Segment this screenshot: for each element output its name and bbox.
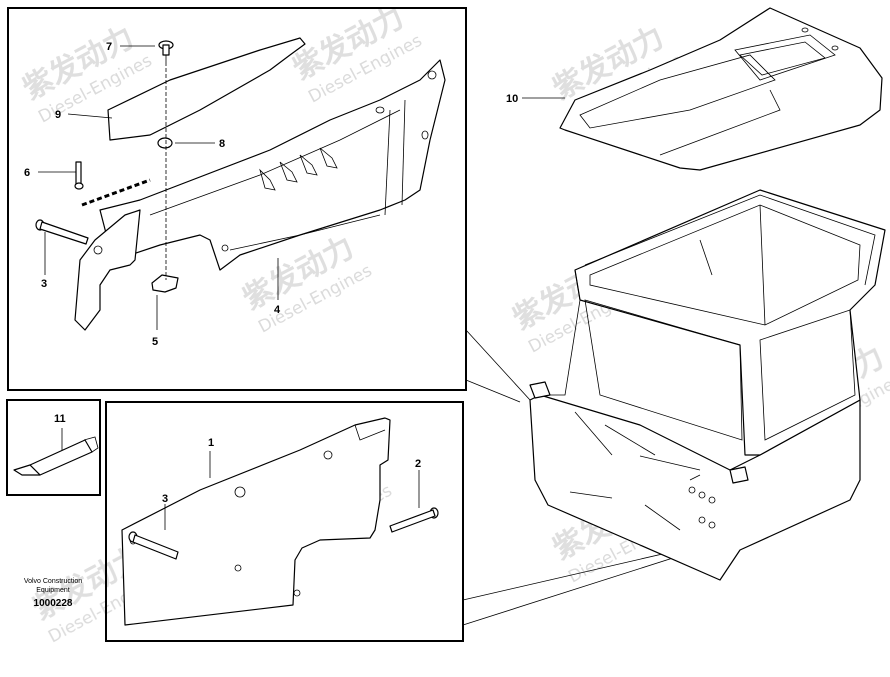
cover-part-9 — [107, 37, 306, 141]
bolt-part-3-upper — [35, 219, 89, 245]
bolt-part-3-lower — [128, 531, 179, 560]
leader-9 — [67, 113, 113, 119]
nut-part-8 — [157, 137, 173, 149]
connector-upper-a — [465, 329, 531, 401]
caption-manufacturer: Volvo Construction — [24, 578, 82, 585]
callout-7: 7 — [106, 41, 112, 53]
callout-6: 6 — [24, 167, 30, 179]
retaining-strap — [81, 178, 151, 207]
clip-part-5 — [151, 274, 179, 293]
callout-8: 8 — [219, 138, 225, 150]
detail-frame-upper — [7, 7, 467, 391]
interior-panel-part-1 — [121, 417, 391, 626]
side-panel-part-4 — [99, 59, 446, 271]
callout-4: 4 — [274, 304, 281, 316]
connector-upper-b — [465, 379, 521, 403]
callout-2: 2 — [415, 458, 421, 470]
callout-3-lower: 3 — [162, 493, 168, 505]
callout-11: 11 — [54, 413, 66, 425]
callout-9: 9 — [55, 109, 61, 121]
callout-10: 10 — [506, 93, 518, 105]
document-number: 1000228 — [34, 598, 73, 609]
callout-1: 1 — [208, 437, 214, 449]
detail-frame-sealant — [6, 399, 101, 496]
sealant-tube-part-11 — [13, 436, 99, 476]
detail-frame-lower — [105, 401, 464, 642]
callout-5: 5 — [152, 336, 158, 348]
bolt-part-2 — [389, 507, 439, 533]
lower-bracket — [74, 209, 141, 331]
roof-part-10 — [559, 7, 883, 171]
screw-part-6 — [74, 161, 84, 190]
callout-3: 3 — [41, 278, 47, 290]
caption-manufacturer-sub: Equipment — [36, 587, 70, 594]
operator-cab — [529, 189, 886, 581]
push-pin-part-7 — [158, 40, 174, 62]
